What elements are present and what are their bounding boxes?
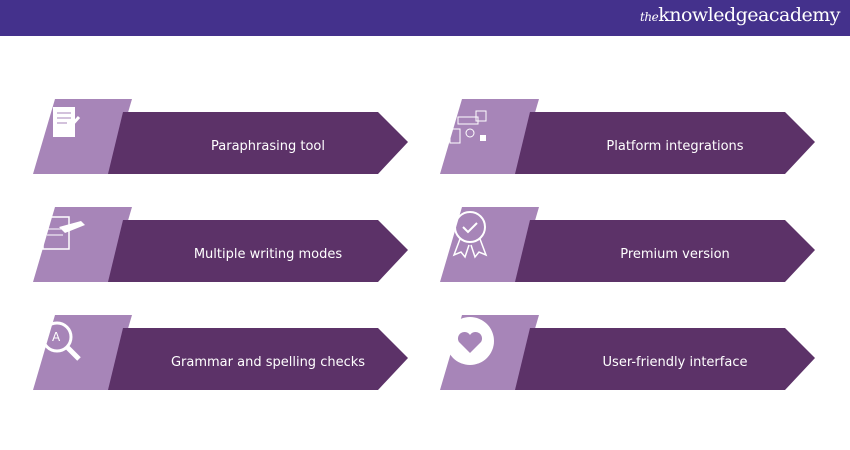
feature-arrow <box>108 328 408 390</box>
feature-label: Multiple writing modes <box>193 247 343 262</box>
feature-item: A Grammar and spelling checks <box>33 315 413 395</box>
feature-label: Paraphrasing tool <box>211 139 325 154</box>
magnifier-a-icon: A <box>41 321 81 361</box>
brand-logo: theknowledgeacademy <box>640 4 840 26</box>
logo-name: knowledgeacademy <box>658 4 840 26</box>
feature-arrow <box>108 220 408 282</box>
writing-hand-icon <box>42 216 85 250</box>
feature-item: Premium version <box>440 207 820 287</box>
feature-shape <box>33 315 408 390</box>
feature-label: Premium version <box>620 247 730 262</box>
feature-item: Multiple writing modes <box>33 207 413 287</box>
feature-shape <box>440 207 815 282</box>
integrations-icon <box>447 104 487 144</box>
feature-arrow <box>108 112 408 174</box>
feature-label: Grammar and spelling checks <box>170 355 366 370</box>
feature-arrow <box>515 328 815 390</box>
feature-tab <box>33 315 132 390</box>
header-bar: theknowledgeacademy <box>0 0 850 36</box>
document-pen-icon <box>41 107 81 137</box>
logo-the: the <box>640 10 659 24</box>
feature-tab <box>440 207 539 282</box>
award-badge-icon <box>452 211 488 259</box>
feature-label: Platform integrations <box>606 139 744 154</box>
feature-item: Paraphrasing tool <box>33 99 413 179</box>
feature-item: User-friendly interface <box>440 315 820 395</box>
svg-text:A: A <box>52 330 61 344</box>
heart-icon <box>446 317 494 365</box>
feature-tab <box>33 207 132 282</box>
feature-arrow <box>515 220 815 282</box>
feature-shape <box>440 99 815 174</box>
feature-shape <box>33 207 408 282</box>
feature-label: User-friendly interface <box>602 355 748 370</box>
feature-item: Platform integrations <box>440 99 820 179</box>
feature-arrow <box>515 112 815 174</box>
feature-tab <box>440 99 539 174</box>
